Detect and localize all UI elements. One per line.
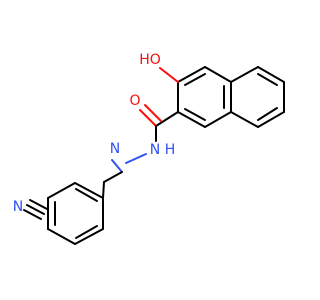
bond-c3-c7	[230, 66, 259, 83]
chemical-structure-diagram: HO O N H N N	[12, 52, 285, 245]
bond-double-c9-c10	[257, 107, 278, 121]
bond-b2-b3	[47, 182, 76, 199]
bond-double-b1-b2	[75, 188, 98, 202]
bond-c7-c8	[257, 66, 285, 83]
bond-double-b5-b6	[75, 225, 98, 239]
bond-ring-carbonyl	[155, 111, 179, 127]
bond-linker-ring	[102, 181, 105, 199]
bond-double-c5-c6	[184, 108, 206, 121]
nitrile-nitrogen-label: N	[13, 199, 23, 215]
hydroxyl-label: HO	[139, 52, 161, 68]
bond-n-n	[125, 153, 147, 164]
molecule-svg: HO O N H N N	[13, 52, 285, 245]
bond-imine-carbon	[103, 171, 123, 183]
amide-hydrogen-label: H	[165, 142, 176, 158]
bond-hydroxyl	[159, 67, 179, 83]
bond-b4-b5	[47, 228, 76, 245]
bond-b1-b2	[74, 182, 104, 199]
bond-c4-c5	[204, 111, 232, 128]
amide-nitrogen-label: N	[150, 142, 160, 158]
bond-c5-c6	[177, 111, 206, 128]
bond-double-c7-c8	[257, 73, 278, 86]
bond-imine-double	[111, 159, 123, 173]
bond-c2-c3	[204, 66, 232, 83]
bond-double-c1-c2	[184, 73, 206, 86]
bond-nitrile-triple-1	[26, 204, 45, 215]
bond-nitrile-triple-3	[23, 209, 42, 220]
bond-carbonyl-oxygen-double	[144, 104, 162, 122]
bond-c1-c2	[177, 66, 206, 83]
carbonyl-oxygen-label: O	[129, 93, 140, 109]
imine-nitrogen-label: N	[110, 141, 120, 157]
bond-c10-c4	[230, 111, 259, 128]
bond-nitrile-triple-2	[29, 199, 48, 210]
bond-b5-b6	[74, 228, 104, 245]
bond-carbonyl-oxygen	[139, 109, 157, 127]
bond-c9-c10	[257, 111, 285, 128]
